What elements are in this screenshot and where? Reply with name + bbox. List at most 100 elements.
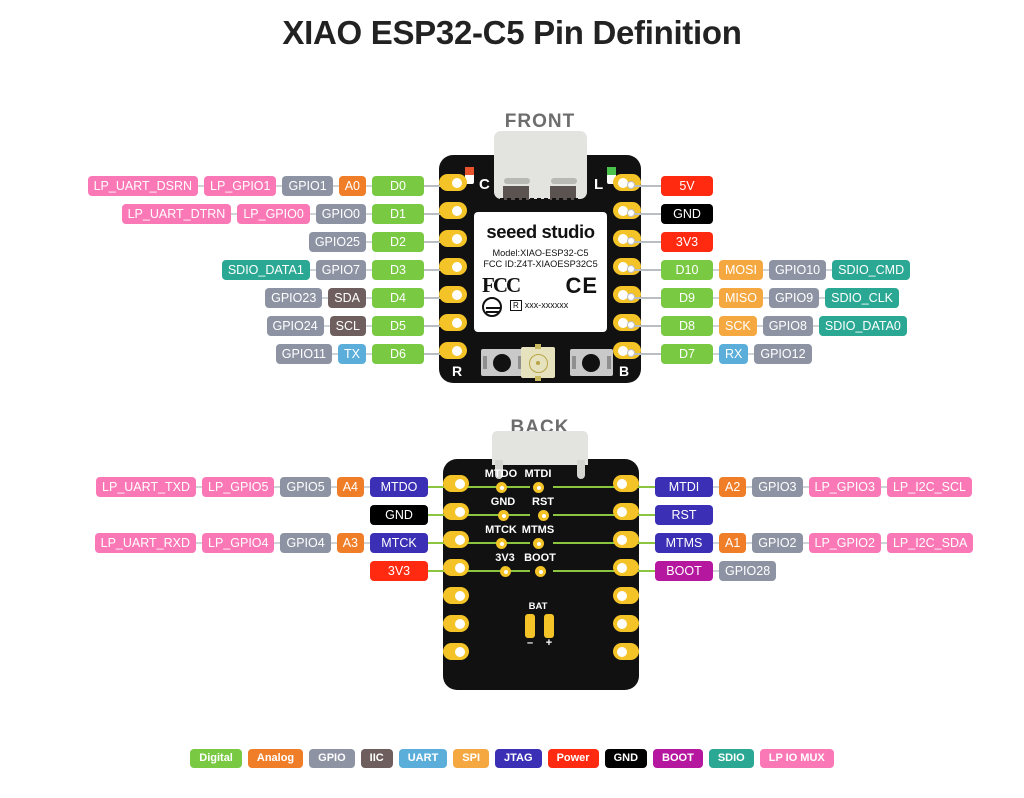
front-right-alt-GPIO9: GPIO9 — [768, 288, 820, 308]
boot-button[interactable] — [570, 349, 613, 376]
front-right-pin-D8: D8 — [661, 316, 713, 336]
legend-item-gpio: GPIO — [309, 749, 355, 768]
back-left-pad-0 — [443, 475, 469, 492]
pin-lead-line — [424, 185, 452, 187]
back-left-pin-MTCK: MTCK — [370, 533, 428, 553]
usb-foot-right — [550, 186, 576, 200]
chip-connector — [762, 269, 769, 271]
back-testpoint-MTDI — [533, 482, 544, 493]
front-left-alt-SDA: SDA — [328, 288, 366, 308]
legend-item-analog: Analog — [247, 749, 304, 768]
front-right-alt-SDIO_CMD: SDIO_CMD — [832, 260, 911, 280]
back-right-alt-GPIO2: GPIO2 — [752, 533, 803, 553]
back-left-pad-5 — [443, 615, 469, 632]
back-right-pin-RST: RST — [655, 505, 713, 525]
legend-item-sdio: SDIO — [708, 749, 754, 768]
back-testpoint-label-3V3: 3V3 — [495, 552, 515, 564]
back-right-pad-0 — [613, 475, 639, 492]
chip-connector — [748, 353, 755, 355]
reset-button[interactable] — [481, 349, 524, 376]
front-left-alt-GPIO0: GPIO0 — [315, 204, 366, 224]
pin-lead-line — [634, 297, 661, 299]
back-left-alt-GPIO4: GPIO4 — [280, 533, 331, 553]
legend-item-power: Power — [547, 749, 599, 768]
chip-connector — [276, 185, 283, 187]
front-left-pin-D4: D4 — [372, 288, 424, 308]
back-testpoint-3V3 — [500, 566, 511, 577]
front-left-alt-GPIO11: GPIO11 — [275, 344, 333, 364]
front-left-pin-D6: D6 — [372, 344, 424, 364]
pin-lead-line — [634, 353, 661, 355]
reset-button-label: R — [452, 363, 463, 379]
fcc-logo: FCC — [482, 273, 521, 297]
back-testpoint-MTCK — [496, 538, 507, 549]
front-left-alt-GPIO25: GPIO25 — [308, 232, 366, 252]
front-right-pin-D9: D9 — [661, 288, 713, 308]
back-right-pad-6 — [613, 643, 639, 660]
front-left-pad-D0 — [439, 174, 467, 191]
battery-label: BAT — [528, 601, 548, 612]
front-left-pad-D1 — [439, 202, 467, 219]
front-left-pin-D3: D3 — [372, 260, 424, 280]
chip-connector — [330, 486, 337, 488]
chip-connector — [309, 213, 316, 215]
front-left-pin-D5: D5 — [372, 316, 424, 336]
legend-item-uart: UART — [398, 749, 448, 768]
front-right-alt-GPIO10: GPIO10 — [768, 260, 827, 280]
back-testpoint-label-MTDO: MTDO — [484, 468, 518, 480]
front-right-alt-SCK: SCK — [719, 316, 757, 336]
usb-pin-row — [500, 198, 581, 207]
back-left-pin-MTDO: MTDO — [370, 477, 428, 497]
front-board-caption: FRONT — [504, 111, 576, 132]
front-left-pin-D0: D0 — [372, 176, 424, 196]
pin-lead-line — [424, 269, 452, 271]
pin-trace — [428, 570, 530, 572]
back-testpoint-label-MTCK: MTCK — [485, 524, 517, 536]
pin-trace — [553, 542, 655, 544]
back-left-pin-3V3: 3V3 — [370, 561, 428, 581]
pin-trace — [553, 514, 655, 516]
front-right-alt-GPIO12: GPIO12 — [754, 344, 812, 364]
back-left-alt-LP_UART_TXD: LP_UART_TXD — [96, 477, 197, 497]
back-usb-leg-left — [495, 460, 503, 479]
back-left-alt-LP_GPIO5: LP_GPIO5 — [202, 477, 275, 497]
ce-logo: CE — [565, 273, 598, 298]
battery-plus-sign: + — [545, 637, 553, 649]
back-right-pin-BOOT: BOOT — [655, 561, 713, 581]
chip-connector — [713, 297, 719, 299]
back-testpoint-GND — [498, 510, 509, 521]
front-right-alt-MISO: MISO — [719, 288, 763, 308]
chip-connector — [713, 269, 719, 271]
chip-connector — [196, 486, 203, 488]
front-left-pad-D2 — [439, 230, 467, 247]
pin-lead-line — [424, 297, 452, 299]
front-left-pad-D3 — [439, 258, 467, 275]
front-right-pin-5V: 5V — [661, 176, 713, 196]
chip-connector — [330, 542, 337, 544]
back-right-pad-2 — [613, 531, 639, 548]
front-left-alt-LP_UART_DSRN: LP_UART_DSRN — [87, 176, 199, 196]
chip-connector — [364, 542, 370, 544]
back-testpoint-BOOT — [535, 566, 546, 577]
charge-led — [465, 167, 474, 184]
usb-foot-left — [503, 186, 529, 200]
back-right-alt-GPIO28: GPIO28 — [719, 561, 777, 581]
front-left-alt-LP_UART_DTRN: LP_UART_DTRN — [121, 204, 232, 224]
back-usb-shadow — [492, 431, 588, 465]
boot-button-label: B — [619, 363, 630, 379]
front-left-alt-GPIO7: GPIO7 — [315, 260, 366, 280]
pin-lead-line — [634, 241, 661, 243]
front-left-alt-LP_GPIO1: LP_GPIO1 — [204, 176, 277, 196]
back-left-pad-6 — [443, 643, 469, 660]
back-right-pad-1 — [613, 503, 639, 520]
back-testpoint-label-MTMS: MTMS — [521, 524, 555, 536]
back-left-pad-2 — [443, 531, 469, 548]
back-testpoint-label-MTDI: MTDI — [524, 468, 552, 480]
chip-connector — [826, 269, 833, 271]
front-left-alt-SDIO_DATA1: SDIO_DATA1 — [221, 260, 310, 280]
back-left-pad-3 — [443, 559, 469, 576]
chip-connector — [366, 325, 372, 327]
back-testpoint-RST — [538, 510, 549, 521]
pin-lead-line — [634, 325, 661, 327]
